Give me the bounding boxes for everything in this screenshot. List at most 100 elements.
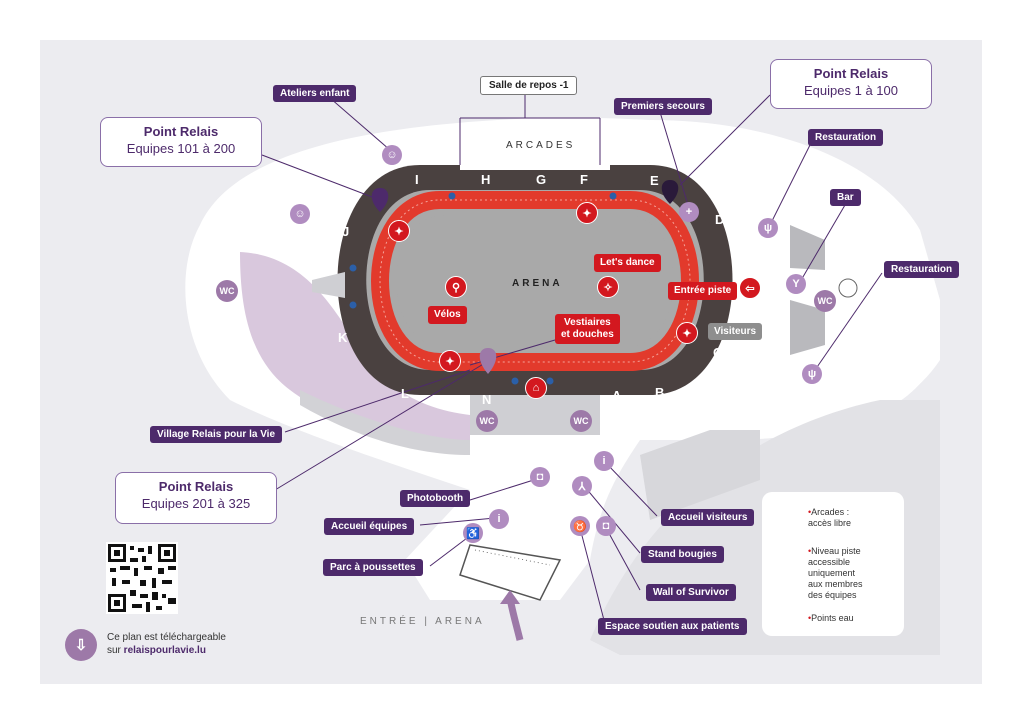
restauration-right-tag: Restauration (884, 261, 960, 278)
top-gallery (460, 162, 610, 170)
section-m: M (446, 392, 457, 407)
section-c: C (713, 345, 723, 360)
restaurant-icon-2: ψ (802, 364, 822, 384)
section-a: A (612, 388, 622, 403)
entry-arrow-icon: ⇦ (739, 277, 761, 299)
village-tag: Village Relais pour la Vie (150, 426, 283, 443)
arena-label: ARENA (512, 278, 563, 289)
section-n: N (482, 392, 492, 407)
vestiaires-tag: Vestiaires et douches (555, 314, 620, 344)
wc-east: WC (814, 290, 836, 312)
runner-icon-3: ✦ (676, 322, 698, 344)
callout-lines (261, 92, 883, 625)
arcades-label: ARCADES (506, 140, 576, 151)
stroller-icon: ♿ (463, 523, 483, 543)
bar-tag: Bar (830, 189, 861, 206)
relais-101-subtitle: Equipes 101 à 200 (126, 141, 236, 156)
legend-arcades: •Arcades : accès libre (808, 507, 852, 528)
pin-relais-201 (479, 348, 497, 374)
ateliers-enfant-tag: Ateliers enfant (273, 85, 357, 102)
wall-survivor-tag: Wall of Survivor (646, 584, 736, 601)
photobooth-tag: Photobooth (400, 490, 471, 507)
section-h: H (481, 172, 491, 187)
shadow-band (300, 390, 470, 455)
entree-piste-tag: Entrée piste (668, 282, 738, 300)
download-icon[interactable]: ⇩ (65, 629, 97, 661)
restauration-top-tag: Restauration (808, 129, 884, 146)
legend-points-eau-text: Points eau (811, 613, 854, 623)
relais-1-title: Point Relais (813, 66, 889, 81)
first-aid-icon: + (679, 202, 699, 222)
legend-niveau-text: Niveau piste accessible uniquement aux m… (808, 546, 863, 600)
entrance-label: ENTRÉE | ARENA (360, 616, 485, 627)
download-line1: Ce plan est téléchargeable (107, 632, 226, 643)
entrance-arrow-head (500, 590, 520, 604)
bike-icon: ⚲ (445, 276, 467, 298)
velos-tag: Vélos (428, 306, 467, 324)
pillar (838, 278, 858, 298)
download-line2: sur relaispourlavie.lu (107, 645, 206, 656)
smiley-icon-2: ☺ (290, 204, 310, 224)
camera-icon-2: ◘ (596, 516, 616, 536)
accueil-visiteurs-tag: Accueil visiteurs (661, 509, 755, 526)
accueil-equipes-tag: Accueil équipes (324, 518, 415, 535)
camera-icon: ◘ (530, 467, 550, 487)
west-entrance (312, 272, 345, 298)
legend-arcades-text: Arcades : accès libre (808, 507, 852, 528)
download-prefix: sur (107, 645, 124, 656)
section-j: J (342, 224, 350, 239)
section-b: B (655, 385, 665, 400)
relais-1-callout: Point Relais Equipes 1 à 100 (770, 59, 932, 109)
track-lanes (379, 199, 691, 363)
relais-101-callout: Point Relais Equipes 101 à 200 (100, 117, 262, 167)
bar-icon: Y (786, 274, 806, 294)
legend (762, 492, 904, 636)
relais-201-callout: Point Relais Equipes 201 à 325 (115, 472, 277, 524)
legend-points-eau: •Points eau (808, 613, 854, 623)
relais-201-subtitle: Equipes 201 à 325 (141, 496, 251, 511)
section-e: E (650, 173, 659, 188)
runner-icon-2: ✦ (576, 202, 598, 224)
visiteurs-tag: Visiteurs (708, 323, 763, 340)
section-g: G (536, 172, 547, 187)
salle-repos-tag: Salle de repos -1 (480, 76, 578, 95)
bar-stand-top (790, 225, 825, 270)
download-link[interactable]: relaispourlavie.lu (123, 645, 206, 656)
pin-relais-101 (371, 188, 389, 212)
bar-stand-bottom (790, 300, 825, 355)
runner-icon-4: ✦ (439, 350, 461, 372)
parc-poussettes-tag: Parc à poussettes (323, 559, 423, 576)
legend-niveau: •Niveau piste accessible uniquement aux … (808, 546, 863, 600)
section-l: L (401, 386, 409, 401)
shower-icon: ⌂ (525, 377, 547, 399)
pin-relais-1 (661, 180, 679, 204)
wc-south-2: WC (570, 410, 592, 432)
section-d: D (715, 212, 725, 227)
entrance-stairs (459, 544, 562, 601)
section-f: F (580, 172, 588, 187)
relais-101-title: Point Relais (143, 124, 219, 139)
runner-icon-1: ✦ (388, 220, 410, 242)
info-icon: i (489, 509, 509, 529)
water-points (349, 192, 617, 385)
wc-west: WC (216, 280, 238, 302)
lets-dance-tag: Let's dance (594, 254, 661, 272)
section-i: I (415, 172, 419, 187)
candle-icon: ⅄ (572, 476, 592, 496)
wc-south-1: WC (476, 410, 498, 432)
section-k: K (338, 330, 348, 345)
qr-code (106, 542, 178, 614)
info-icon-2: i (594, 451, 614, 471)
premiers-secours-tag: Premiers secours (614, 98, 712, 115)
restaurant-icon: ψ (758, 218, 778, 238)
relais-1-subtitle: Equipes 1 à 100 (804, 83, 898, 98)
dance-icon: ✧ (597, 276, 619, 298)
relais-201-title: Point Relais (158, 479, 234, 494)
espace-soutien-tag: Espace soutien aux patients (598, 618, 747, 635)
stand-bougies-tag: Stand bougies (641, 546, 724, 563)
smiley-icon: ☺ (382, 145, 402, 165)
stairs-lines (474, 549, 551, 566)
plaza-strip (640, 430, 760, 520)
ribbon-icon: ♉ (570, 516, 590, 536)
